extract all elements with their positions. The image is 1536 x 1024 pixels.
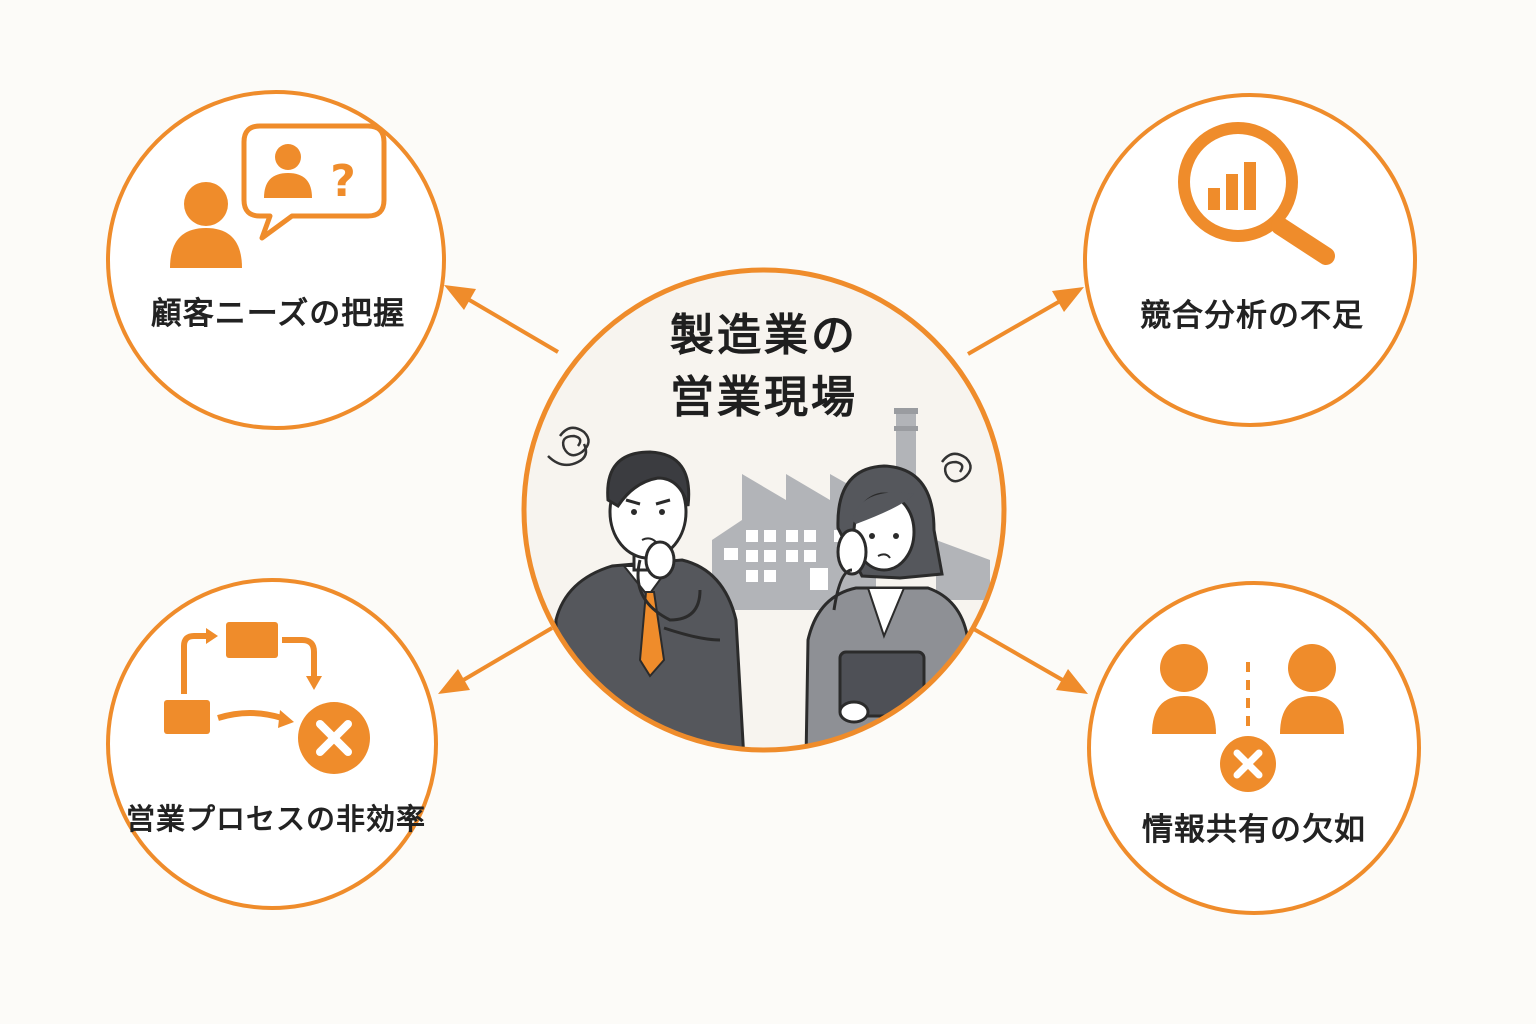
arrow-to-customer-needs — [444, 285, 560, 354]
arrow-to-info-sharing — [971, 626, 1088, 694]
center-circle-border — [521, 267, 1007, 753]
worry-scribble-icon — [547, 426, 972, 483]
customer-question-icon: ? — [170, 123, 387, 268]
center-title-line2: 営業現場 — [670, 372, 858, 423]
node-competitor-analysis — [1083, 93, 1417, 427]
center-title-line1: 製造業の — [670, 310, 858, 361]
customer-needs-label: 顧客ニーズの把握 — [150, 296, 406, 332]
disconnected-people-icon — [1152, 644, 1344, 792]
node-circle — [106, 578, 438, 910]
node-circle — [1083, 93, 1417, 427]
info-sharing-label: 情報共有の欠如 — [1142, 812, 1366, 848]
center-title: 製造業の 営業現場 — [670, 305, 858, 429]
competitor-analysis-label: 競合分析の不足 — [1140, 298, 1364, 334]
node-sales-process — [106, 578, 438, 910]
connector-arrows — [438, 285, 1088, 694]
node-customer-needs: ? — [106, 90, 446, 430]
magnifier-chart-icon — [1178, 122, 1335, 265]
broken-flow-icon — [164, 622, 370, 774]
node-info-sharing — [1087, 581, 1421, 915]
arrow-to-competitor-analysis — [967, 287, 1084, 356]
arrow-to-sales-process — [438, 626, 554, 694]
sales-process-label: 営業プロセスの非効率 — [125, 802, 427, 836]
svg-text:?: ? — [330, 156, 356, 207]
